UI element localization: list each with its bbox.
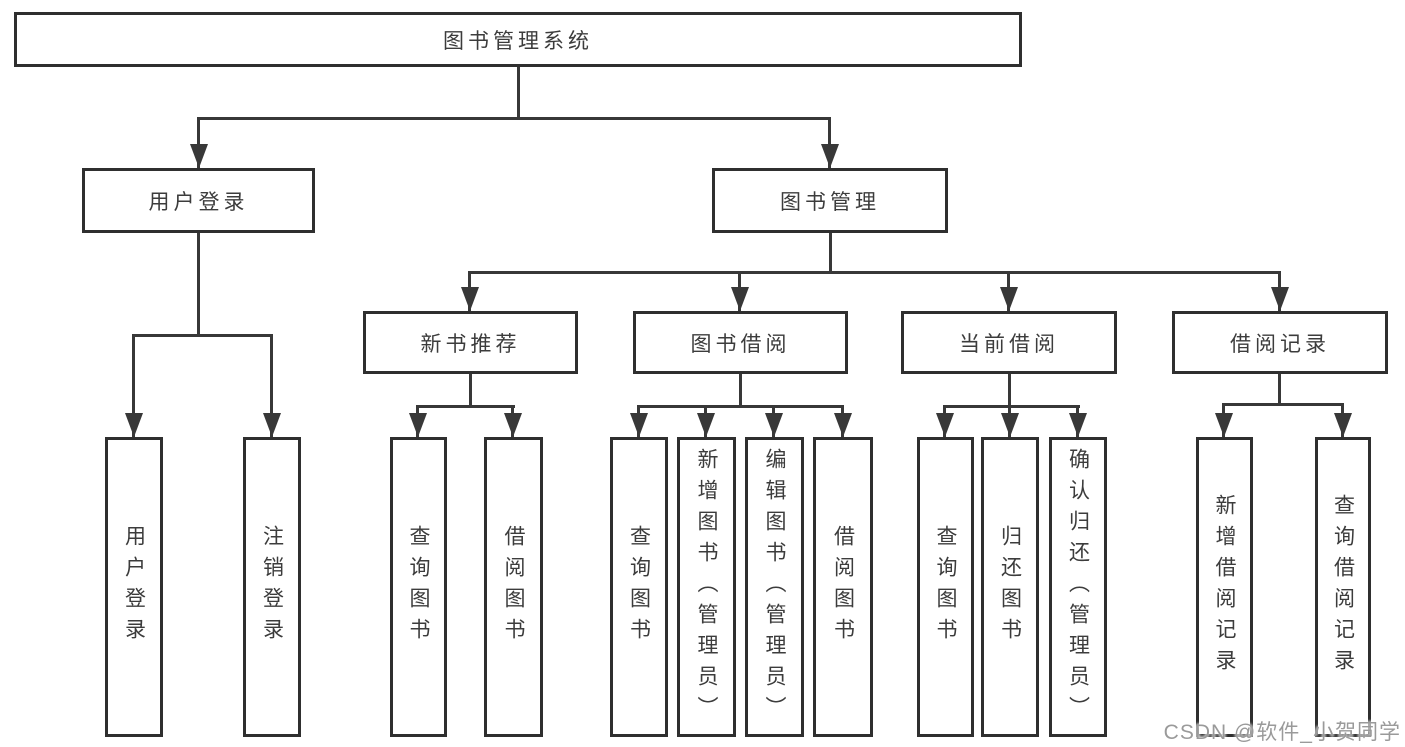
leaf-add-borrow-record-label: 新增借阅记录: [1213, 494, 1237, 680]
arrow-to-leaf-query-books-1: [408, 405, 427, 437]
leaf-query-books-3-label: 查询图书: [934, 525, 958, 649]
arrow-to-leaf-edit-book: [764, 405, 783, 437]
node-new-book-recommend-label: 新书推荐: [420, 332, 521, 356]
leaf-logout-label: 注销登录: [260, 525, 284, 649]
leaf-add-book-admin-label: 新增图书（管理员）: [695, 447, 719, 727]
connector-level2-bar: [197, 117, 831, 120]
arrow-to-leaf-user-login: [124, 334, 143, 437]
leaf-return-books-label: 归还图书: [998, 525, 1022, 649]
connector-new-book-bar: [417, 405, 515, 408]
leaf-borrow-books-1: 借阅图书: [484, 437, 543, 737]
leaf-query-books-1: 查询图书: [390, 437, 447, 737]
node-borrow-records: 借阅记录: [1172, 311, 1388, 374]
arrow-to-leaf-query-books-3: [935, 405, 954, 437]
arrow-to-borrow-records: [1270, 271, 1289, 311]
node-user-login-label: 用户登录: [148, 190, 249, 214]
connector-user-login-drop: [197, 231, 200, 336]
connector-borrow-records-drop: [1278, 372, 1281, 405]
connector-user-login-bar: [133, 334, 273, 337]
node-book-management-label: 图书管理: [780, 190, 880, 214]
node-book-borrow-label: 图书借阅: [690, 332, 791, 356]
connector-level3-bar: [469, 271, 1280, 274]
leaf-add-book-admin: 新增图书（管理员）: [677, 437, 736, 737]
connector-current-borrow-drop: [1008, 372, 1011, 407]
leaf-query-borrow-record: 查询借阅记录: [1315, 437, 1371, 737]
arrow-to-leaf-borrow-books-1: [503, 405, 522, 437]
leaf-query-books-2: 查询图书: [610, 437, 668, 737]
leaf-query-borrow-record-label: 查询借阅记录: [1331, 494, 1355, 680]
leaf-logout: 注销登录: [243, 437, 301, 737]
node-user-login: 用户登录: [82, 168, 315, 233]
arrow-to-leaf-logout: [262, 334, 281, 437]
leaf-borrow-books-1-label: 借阅图书: [502, 525, 526, 649]
connector-new-book-drop: [469, 372, 472, 407]
arrow-to-leaf-query-record: [1333, 403, 1352, 437]
leaf-borrow-books-2: 借阅图书: [813, 437, 873, 737]
arrow-to-leaf-borrow-books-2: [833, 405, 852, 437]
arrow-to-current-borrow: [999, 271, 1018, 311]
leaf-user-login: 用户登录: [105, 437, 163, 737]
leaf-user-login-label: 用户登录: [122, 525, 146, 649]
leaf-confirm-return-admin: 确认归还（管理员）: [1049, 437, 1107, 737]
arrow-to-new-book-recommend: [460, 271, 479, 311]
node-borrow-records-label: 借阅记录: [1230, 332, 1330, 356]
leaf-add-borrow-record: 新增借阅记录: [1196, 437, 1253, 737]
connector-current-borrow-bar: [944, 405, 1080, 408]
arrow-to-user-login: [189, 117, 208, 168]
node-current-borrow-label: 当前借阅: [959, 332, 1059, 356]
leaf-edit-book-admin: 编辑图书（管理员）: [745, 437, 804, 737]
connector-borrow-records-bar: [1223, 403, 1344, 406]
arrow-to-book-management: [820, 117, 839, 168]
connector-book-borrow-drop: [739, 372, 742, 407]
leaf-confirm-return-admin-label: 确认归还（管理员）: [1066, 447, 1090, 727]
node-new-book-recommend: 新书推荐: [363, 311, 578, 374]
leaf-borrow-books-2-label: 借阅图书: [831, 525, 855, 649]
arrow-to-leaf-query-books-2: [629, 405, 648, 437]
arrow-to-book-borrow: [730, 271, 749, 311]
leaf-edit-book-admin-label: 编辑图书（管理员）: [763, 447, 787, 727]
arrow-to-leaf-confirm-return: [1068, 405, 1087, 437]
arrow-to-leaf-return-books: [1000, 405, 1019, 437]
leaf-return-books: 归还图书: [981, 437, 1039, 737]
leaf-query-books-3: 查询图书: [917, 437, 974, 737]
node-book-borrow: 图书借阅: [633, 311, 848, 374]
connector-root-drop: [517, 65, 520, 119]
connector-book-mgmt-drop: [829, 231, 832, 274]
node-root-label: 图书管理系统: [443, 29, 593, 53]
arrow-to-leaf-add-book: [696, 405, 715, 437]
arrow-to-leaf-add-record: [1214, 403, 1233, 437]
node-current-borrow: 当前借阅: [901, 311, 1117, 374]
leaf-query-books-2-label: 查询图书: [627, 525, 651, 649]
leaf-query-books-1-label: 查询图书: [407, 525, 431, 649]
node-book-management: 图书管理: [712, 168, 948, 233]
watermark-text: CSDN @软件_小贺同学: [1163, 721, 1401, 744]
connector-book-borrow-bar: [638, 405, 844, 408]
node-root: 图书管理系统: [14, 12, 1022, 67]
